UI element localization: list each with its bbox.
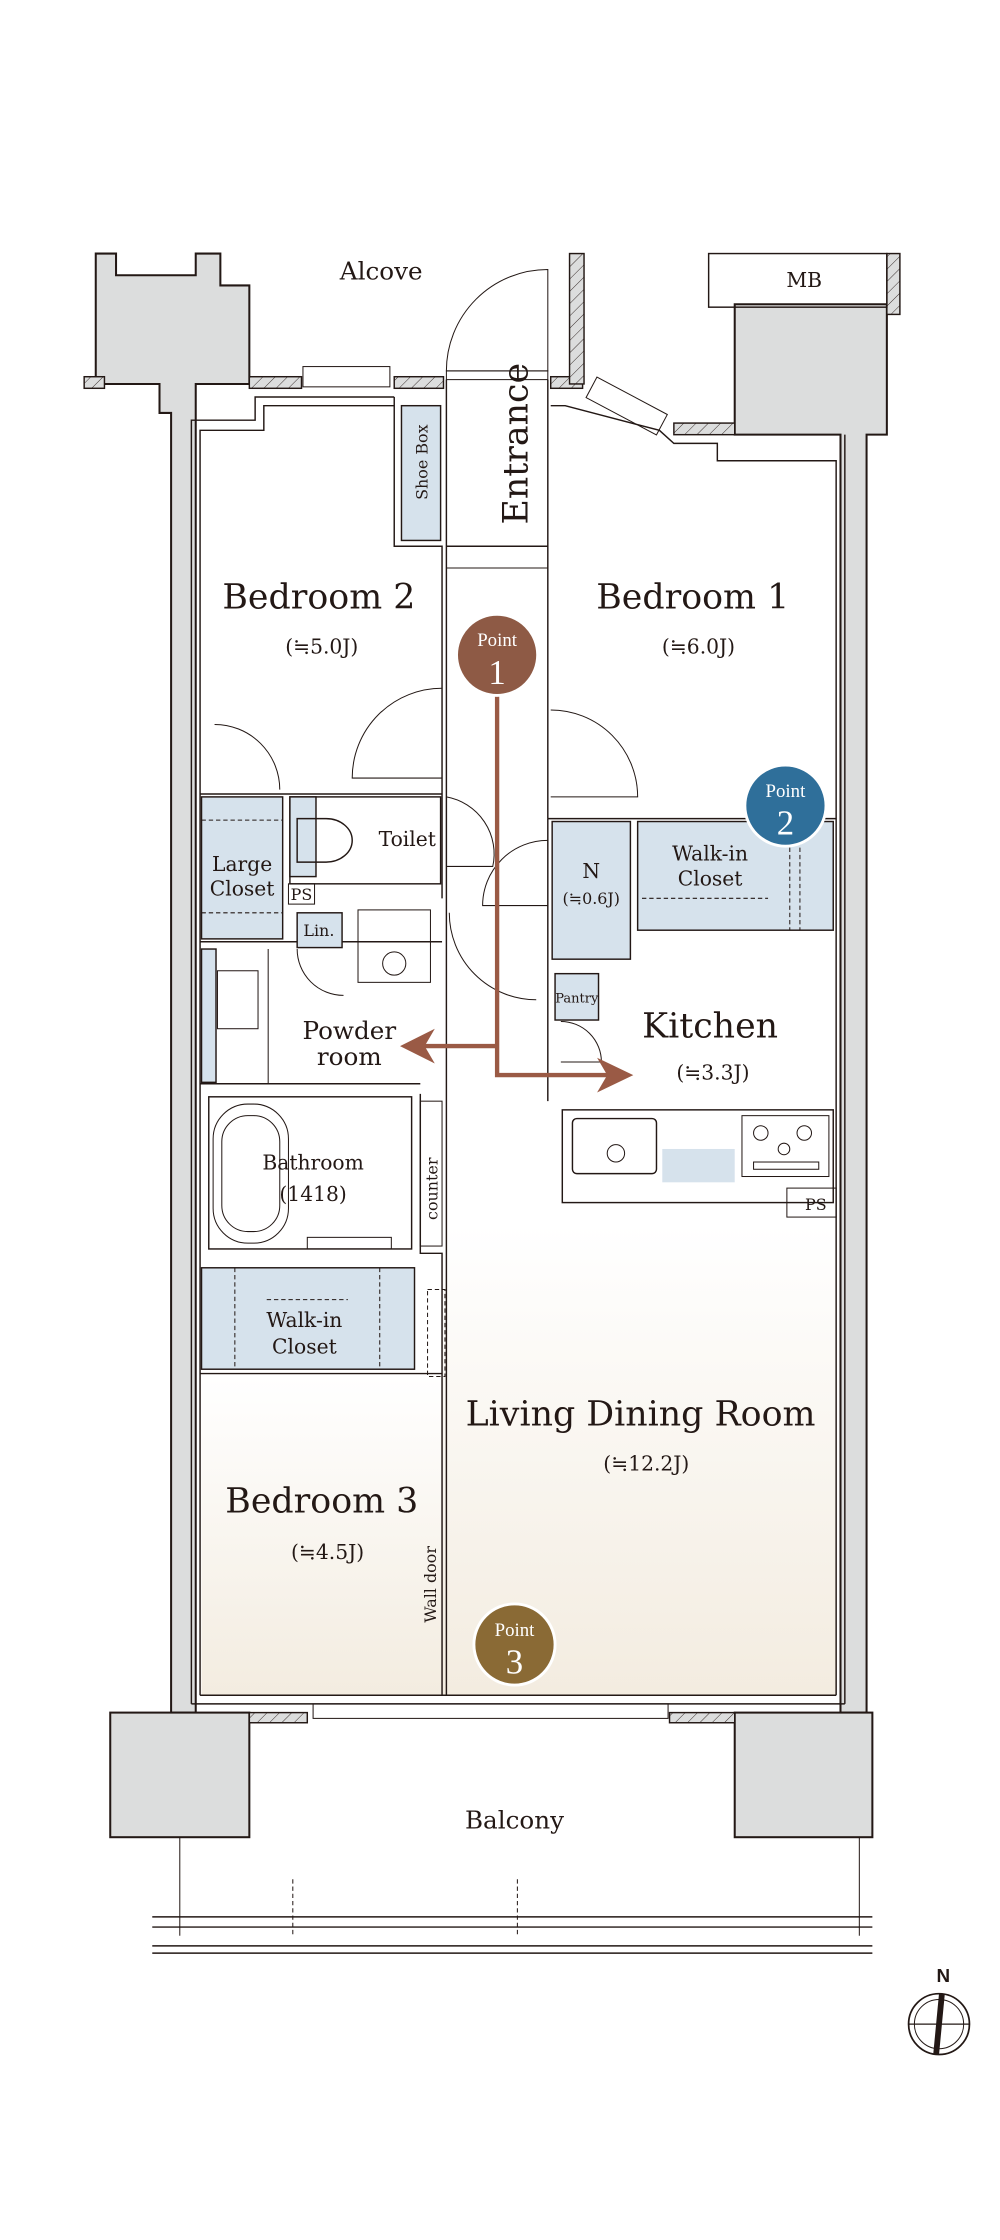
kitchen-label: Kitchen xyxy=(642,1006,778,1046)
north-label: N xyxy=(937,1965,951,1986)
bedroom2-size: (≒5.0J) xyxy=(285,634,358,658)
toilet-label: Toilet xyxy=(379,827,436,851)
walk-in-closet-1-label-2: Closet xyxy=(678,866,743,890)
stove-icon xyxy=(741,1115,830,1178)
pantry-door[interactable] xyxy=(560,1020,602,1063)
structural-walls xyxy=(83,252,901,1839)
point-2-marker[interactable]: Point 2 xyxy=(743,763,828,848)
powder-door[interactable] xyxy=(448,912,537,1001)
bedroom1-door[interactable] xyxy=(550,709,639,798)
n-storage-size: (≒0.6J) xyxy=(563,889,620,908)
walk-in-closet-2-label: Walk-in xyxy=(266,1308,342,1332)
point-3-marker[interactable]: Point 3 xyxy=(472,1602,557,1687)
point-1-label: Point xyxy=(477,630,518,651)
wall-door-label: Wall door xyxy=(421,1546,440,1623)
powder-room-label: Powder xyxy=(303,1016,397,1045)
linen-closet xyxy=(296,912,343,949)
lin-label: Lin. xyxy=(303,921,334,940)
entrance-label: Entrance xyxy=(497,363,537,525)
counter-label: counter xyxy=(423,1157,442,1220)
bedroom1-size: (≒6.0J) xyxy=(662,634,735,658)
point-3-number: 3 xyxy=(506,1642,523,1681)
bedroom3-floor xyxy=(201,1376,443,1696)
closet-door[interactable] xyxy=(214,723,281,790)
bedroom3-label: Bedroom 3 xyxy=(225,1482,418,1522)
bedroom3-size: (≒4.5J) xyxy=(291,1540,364,1564)
washer xyxy=(357,909,431,983)
north-compass-icon: N xyxy=(907,1965,971,2056)
n-door[interactable] xyxy=(482,839,548,907)
large-closet-label: Large xyxy=(212,852,272,876)
bathroom-size: (1418) xyxy=(279,1182,346,1206)
shoe-box-label: Shoe Box xyxy=(413,424,432,500)
lin-door[interactable] xyxy=(296,949,344,996)
toilet-door[interactable] xyxy=(446,796,495,867)
counter xyxy=(419,1100,443,1247)
kitchen-counter xyxy=(561,1109,837,1218)
n-storage xyxy=(551,820,632,960)
point-2-number: 2 xyxy=(777,804,794,843)
route-arrows xyxy=(400,692,634,1093)
entrance-door[interactable] xyxy=(445,268,549,372)
large-closet-label-2: Closet xyxy=(210,876,275,900)
toilet-icon xyxy=(296,817,353,863)
pantry xyxy=(554,972,600,1021)
balcony-label: Balcony xyxy=(465,1806,564,1835)
point-2-label: Point xyxy=(766,781,807,802)
bathtub-icon xyxy=(212,1103,289,1244)
point-1-number: 1 xyxy=(488,653,505,692)
mb-box xyxy=(707,252,888,308)
ps-label: PS xyxy=(291,885,313,904)
bedroom1-label: Bedroom 1 xyxy=(596,578,789,618)
walk-in-closet-2 xyxy=(200,1267,416,1370)
shoe-box xyxy=(400,404,442,542)
kitchen-size: (≒3.3J) xyxy=(676,1060,749,1084)
point-1-marker[interactable]: Point 1 xyxy=(455,612,540,697)
sink-icon xyxy=(571,1117,658,1175)
walk-in-closet-2-label-2: Closet xyxy=(272,1334,337,1358)
bathroom-label: Bathroom xyxy=(262,1150,363,1174)
alcove-label: Alcove xyxy=(339,257,423,286)
balcony-railing xyxy=(152,1837,873,1954)
powder-room-label-2: room xyxy=(317,1042,382,1071)
walk-in-closet-1-label: Walk-in xyxy=(672,842,748,866)
ldr-size: (≒12.2J) xyxy=(603,1452,689,1476)
bedroom2-door[interactable] xyxy=(351,687,443,779)
point-3-label: Point xyxy=(495,1620,536,1641)
bedroom2-label: Bedroom 2 xyxy=(222,578,415,618)
ldr-label: Living Dining Room xyxy=(466,1395,816,1435)
n-storage-label: N xyxy=(582,859,600,883)
pantry-label: Pantry xyxy=(555,992,599,1007)
mb-label: MB xyxy=(786,268,822,292)
ps-label-2: PS xyxy=(805,1195,827,1214)
